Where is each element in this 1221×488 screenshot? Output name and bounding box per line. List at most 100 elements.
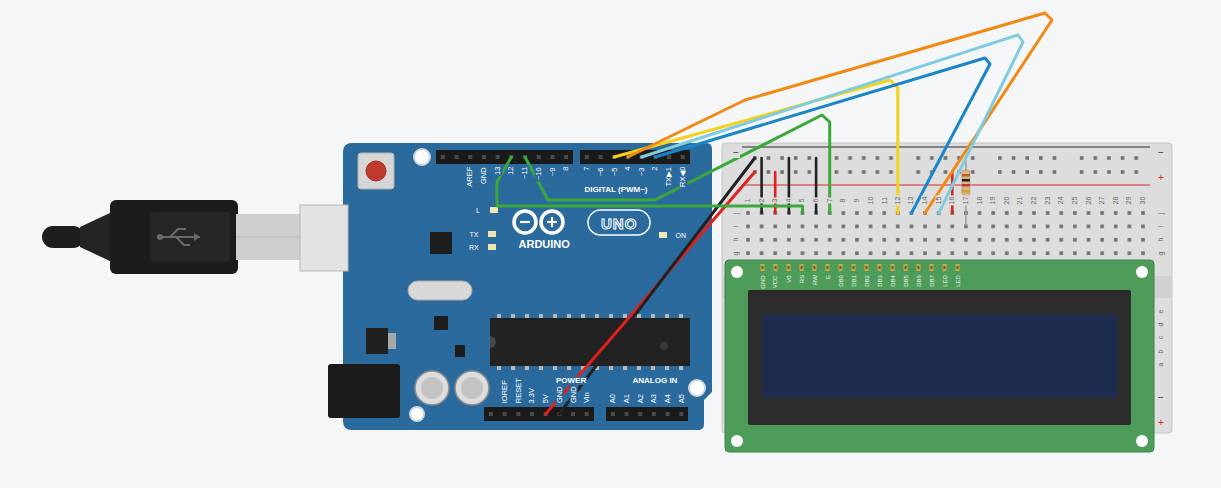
- header-label: POWER: [555, 377, 587, 385]
- rail-sign: −: [1157, 393, 1165, 403]
- column-number: 3: [772, 197, 779, 203]
- brand-logo: ARDUINO: [518, 239, 571, 250]
- led-label: RX: [468, 244, 480, 251]
- lcd-pin-label: DB7: [928, 274, 934, 288]
- capacitor: [415, 371, 449, 405]
- usb-chip: [430, 232, 452, 254]
- column-number: 24: [1058, 195, 1065, 205]
- lcd-pin-label: DB4: [889, 274, 895, 288]
- row-letter: c: [1157, 335, 1164, 341]
- analog-header: [606, 407, 688, 421]
- column-number: 17: [962, 195, 969, 205]
- column-number: 29: [1126, 195, 1133, 205]
- column-number: 6: [813, 197, 820, 203]
- led-label: L: [475, 207, 481, 214]
- column-number: 8: [840, 197, 847, 203]
- lcd-pin-label: DB1: [850, 274, 856, 288]
- pin-label: ~10: [535, 166, 543, 181]
- pin-label: ~3: [638, 166, 646, 177]
- chip-pins: [492, 314, 688, 318]
- usb-metal: [236, 214, 306, 260]
- rail-sign: +: [1157, 173, 1165, 183]
- row-letter: i: [732, 225, 739, 229]
- header-holes: [436, 150, 573, 164]
- lcd-pin-label: DB2: [863, 274, 869, 288]
- transistor: [455, 345, 465, 357]
- header-holes: [484, 407, 594, 421]
- row-letter: i: [1157, 225, 1164, 229]
- jumper-wire: [815, 158, 818, 213]
- column-number: 14: [921, 195, 928, 205]
- regulator-tab: [388, 333, 396, 349]
- pin-label: 4: [624, 166, 632, 172]
- column-number: 15: [935, 195, 942, 205]
- capacitor-top: [421, 377, 443, 399]
- row-letter: g: [1157, 250, 1164, 256]
- resistor-symbol: [962, 170, 970, 196]
- chip-pin-row: [492, 314, 688, 318]
- usb-plug-face: [150, 212, 230, 262]
- pin-label: Vin: [583, 391, 591, 404]
- chip-notch: [490, 336, 496, 348]
- lcd-pin-label: RS: [799, 274, 805, 284]
- pin-label: 2: [652, 166, 660, 172]
- pin-label: IOREF: [501, 379, 509, 404]
- cable-strain-relief: [80, 212, 112, 262]
- reset-button-base: [358, 153, 394, 189]
- lcd-pin-label: DB3: [876, 274, 882, 288]
- lcd-module: GNDVCCV0RSRWEDB0DB1DB2DB3DB4DB5DB6DB7LED…: [725, 260, 1154, 452]
- column-number: 5: [799, 197, 806, 203]
- pin-label: A0: [609, 393, 617, 404]
- mounting-hole: [731, 266, 743, 278]
- logo-symbol: [514, 211, 536, 233]
- mounting-hole: [731, 435, 743, 447]
- logo-minus: [520, 221, 530, 223]
- usb-icon: [170, 229, 186, 237]
- rail-sign: +: [1157, 418, 1165, 428]
- column-number: 18: [976, 195, 983, 205]
- mounting-hole: [1136, 435, 1148, 447]
- resistor-band: [962, 174, 970, 177]
- led: [488, 244, 496, 250]
- row-letter: g: [732, 250, 739, 256]
- pin-label: GND: [569, 385, 577, 404]
- rail-sign: −: [732, 148, 740, 158]
- usb-metal-seam: [236, 237, 306, 238]
- led-label: TX: [469, 231, 480, 238]
- resistor-band: [962, 190, 970, 193]
- column-number: 7: [826, 197, 833, 203]
- column-number: 22: [1030, 195, 1037, 205]
- column-number: 2: [758, 197, 765, 203]
- microcontroller-chip: [490, 318, 690, 366]
- pin-label: ~5: [610, 166, 618, 177]
- mounting-hole: [410, 407, 424, 421]
- usb-icon: [176, 237, 190, 245]
- mounting-hole: [414, 149, 430, 165]
- pin-label: RX◀0: [679, 166, 687, 188]
- column-number: 16: [949, 195, 956, 205]
- lcd-pin-header: [756, 264, 964, 272]
- row-letter: a: [1157, 362, 1164, 368]
- capacitor-top: [461, 377, 483, 399]
- small-chip: [434, 316, 448, 330]
- pin-label: GND: [555, 385, 563, 404]
- led-label: ON: [675, 232, 688, 239]
- lcd-board: [725, 260, 1154, 452]
- rail-sign: −: [1157, 148, 1165, 158]
- row-letter: h: [1157, 237, 1164, 243]
- usb-icon: [157, 234, 163, 240]
- header-strip: [484, 407, 594, 421]
- power-jack: [328, 364, 400, 418]
- pin-label: 8: [562, 166, 570, 172]
- column-number: 12: [894, 195, 901, 205]
- usb-plug: [110, 200, 238, 274]
- lcd-pin-label: V0: [786, 274, 792, 283]
- column-number: 20: [1003, 195, 1010, 205]
- wire: [497, 157, 803, 213]
- row-letter: j: [732, 211, 739, 215]
- pin-label: 5V: [542, 393, 550, 404]
- column-number: 30: [1139, 195, 1146, 205]
- column-number: 19: [990, 195, 997, 205]
- jumper-wire: [951, 172, 954, 213]
